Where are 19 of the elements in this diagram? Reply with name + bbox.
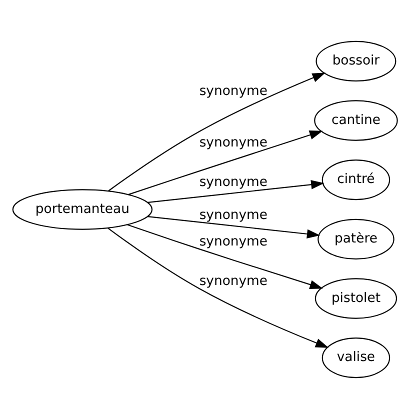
node-ellipse: patère — [318, 218, 394, 260]
edge-label: synonyme — [199, 208, 268, 223]
arrow — [108, 72, 326, 192]
arrow — [127, 224, 324, 290]
edge-label: synonyme — [199, 274, 268, 289]
node-ellipse: cantine — [314, 100, 398, 141]
node-ellipse: cintré — [322, 160, 390, 200]
node-ellipse: bossoir — [316, 40, 396, 82]
arrow — [148, 180, 324, 204]
edge-label: synonyme — [199, 174, 268, 190]
edge-label: synonyme — [199, 234, 268, 250]
node-ellipse: portemanteau — [12, 189, 153, 230]
arrow — [128, 130, 323, 196]
node-ellipse: valise — [322, 338, 390, 378]
edge-label: synonyme — [199, 84, 268, 99]
node-ellipse: pistolet — [314, 278, 398, 319]
arrow — [148, 216, 320, 239]
edge-label: synonyme — [199, 135, 268, 150]
arrow — [108, 228, 329, 348]
